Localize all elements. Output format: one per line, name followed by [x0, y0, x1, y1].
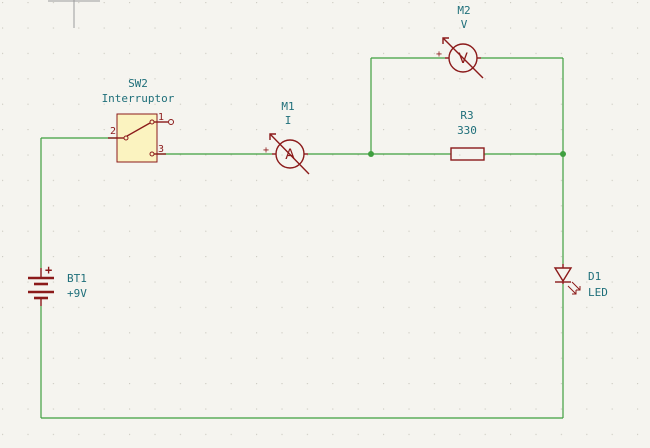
meter-m1[interactable]: A + M1 I	[263, 100, 310, 175]
resistor-value-label[interactable]: 330	[457, 124, 477, 137]
switch-pin1-unconnected	[168, 119, 174, 125]
resistor-r3[interactable]: R3 330	[450, 109, 485, 161]
switch-ref-label[interactable]: SW2	[128, 77, 148, 90]
ammeter-ref-label[interactable]: M1	[281, 100, 294, 113]
battery-bt1[interactable]: + BT1 +9V	[28, 263, 87, 306]
junction-dot-left	[368, 151, 374, 157]
voltmeter-arrow-head	[442, 37, 449, 44]
battery-ref-label[interactable]: BT1	[67, 272, 87, 285]
voltmeter-arrow-line	[442, 37, 484, 79]
switch-pin-1-label: 1	[158, 112, 164, 123]
switch-contact-common	[123, 135, 129, 141]
resistor-body	[450, 147, 485, 161]
led-value-label[interactable]: LED	[588, 286, 608, 299]
voltmeter-circle	[448, 43, 478, 73]
voltmeter-plus: +	[436, 49, 442, 60]
resistor-ref-label[interactable]: R3	[460, 109, 473, 122]
ammeter-circle	[275, 139, 305, 169]
voltmeter-value-label[interactable]: V	[461, 18, 468, 31]
led-ref-label[interactable]: D1	[588, 270, 601, 283]
led-triangle	[553, 267, 573, 283]
led-light-arrows	[567, 281, 581, 295]
ammeter-arrow-line	[269, 133, 310, 175]
crosshair-cursor	[48, 0, 100, 28]
battery-plus-sign: +	[45, 263, 52, 277]
wires	[40, 57, 566, 419]
switch-sw2[interactable]: 1 2 3 SW2 Interruptor	[102, 77, 175, 163]
switch-pin-3-label: 3	[158, 144, 164, 155]
ammeter-plus: +	[263, 145, 269, 156]
switch-blade	[126, 122, 151, 137]
meter-m2[interactable]: V + M2 V	[436, 4, 484, 79]
junction-dot-right	[560, 151, 566, 157]
led-d1[interactable]: D1 LED	[553, 264, 608, 299]
switch-pin-2-label: 2	[110, 126, 116, 137]
battery-value-label[interactable]: +9V	[67, 287, 87, 300]
ammeter-arrow-head	[269, 133, 276, 140]
voltmeter-ref-label[interactable]: M2	[457, 4, 470, 17]
ammeter-value-label[interactable]: I	[285, 114, 292, 127]
switch-value-label[interactable]: Interruptor	[102, 92, 175, 105]
